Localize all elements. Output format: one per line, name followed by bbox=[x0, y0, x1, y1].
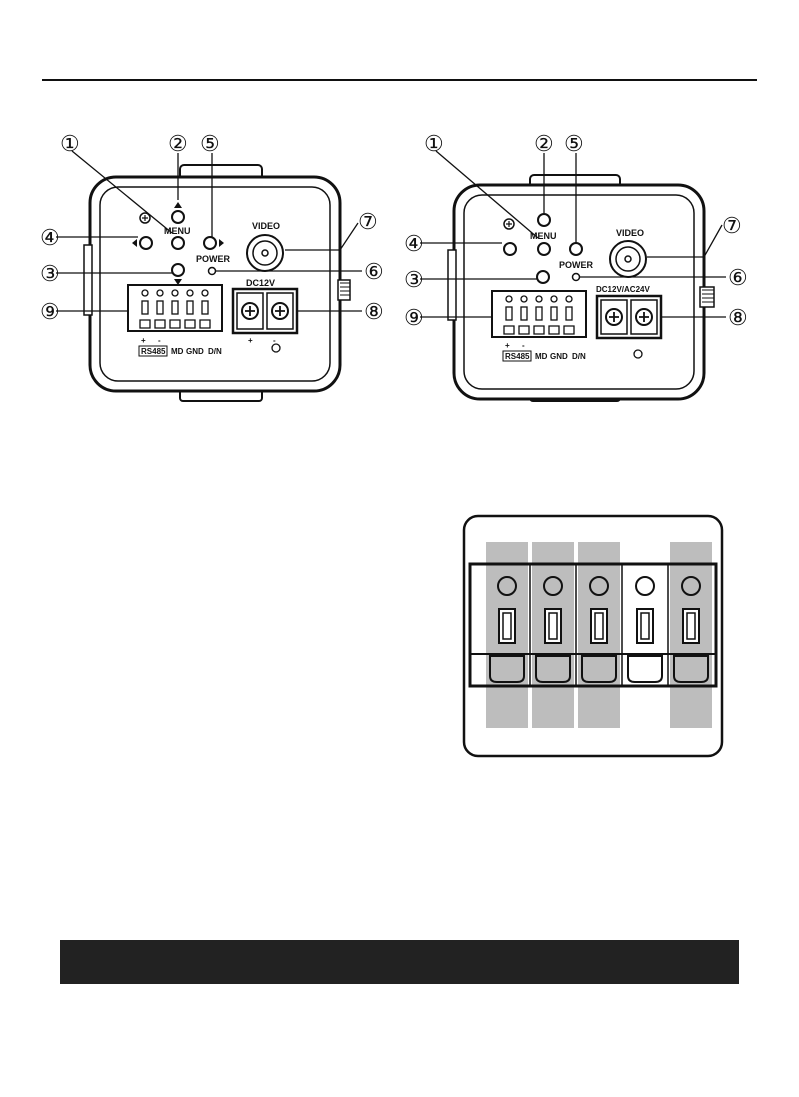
md-label: MD bbox=[171, 347, 184, 356]
power-label: POWER bbox=[559, 260, 594, 270]
terminal-detail-diagram bbox=[462, 514, 724, 758]
md-label: MD bbox=[535, 352, 548, 361]
callout-7: ⑦ bbox=[722, 214, 742, 239]
camera-rear-panel-left: MENU POWER VIDEO + - RS485 MD GND D/N DC… bbox=[40, 125, 420, 415]
left-button[interactable] bbox=[504, 243, 516, 255]
camera-rear-diagram-left: MENU POWER VIDEO + - RS485 MD GND D/N DC… bbox=[40, 125, 420, 415]
rs485-minus-label: - bbox=[158, 336, 161, 345]
menu-label: MENU bbox=[164, 226, 191, 236]
callout-3: ③ bbox=[404, 268, 424, 293]
side-rail-left bbox=[84, 245, 92, 315]
right-button[interactable] bbox=[570, 243, 582, 255]
power-label: POWER bbox=[196, 254, 231, 264]
pin-wire-slot bbox=[499, 609, 515, 643]
callout-2: ② bbox=[168, 132, 188, 157]
pin-clamp bbox=[628, 656, 662, 682]
video-label: VIDEO bbox=[616, 228, 644, 238]
up-button[interactable] bbox=[172, 211, 184, 223]
callout-4: ④ bbox=[40, 226, 60, 251]
ground-screw-icon bbox=[634, 350, 642, 358]
pin-screw-hole bbox=[682, 577, 700, 595]
section-header-bar bbox=[60, 940, 739, 984]
callout-2: ② bbox=[534, 132, 554, 157]
callout-3: ③ bbox=[40, 262, 60, 287]
pin-wire-slot bbox=[591, 609, 607, 643]
callout-5: ⑤ bbox=[200, 132, 220, 157]
gnd-label: GND bbox=[550, 352, 568, 361]
dn-label: D/N bbox=[572, 352, 586, 361]
callout-1: ① bbox=[424, 132, 444, 157]
menu-label: MENU bbox=[530, 231, 557, 241]
left-button[interactable] bbox=[140, 237, 152, 249]
pin-clamp bbox=[674, 656, 708, 682]
pin-screw-hole bbox=[544, 577, 562, 595]
power-led bbox=[209, 268, 216, 275]
gnd-label: GND bbox=[186, 347, 204, 356]
callout-9: ⑨ bbox=[40, 300, 60, 325]
camera-rear-panel-right: MENU POWER VIDEO + - RS485 MD GND D/N DC… bbox=[404, 125, 784, 415]
pin-clamp bbox=[536, 656, 570, 682]
callout-6: ⑥ bbox=[364, 260, 384, 285]
dc-plus-label: + bbox=[248, 336, 253, 345]
dc-label: DC12V bbox=[246, 278, 275, 288]
up-button[interactable] bbox=[538, 214, 550, 226]
down-button[interactable] bbox=[537, 271, 549, 283]
camera-rear-diagram-right: MENU POWER VIDEO + - RS485 MD GND D/N DC… bbox=[404, 125, 784, 415]
rs485-label: RS485 bbox=[505, 352, 530, 361]
pin-clamp bbox=[582, 656, 616, 682]
pin-wire-slot bbox=[545, 609, 561, 643]
menu-button[interactable] bbox=[172, 237, 184, 249]
callout-9: ⑨ bbox=[404, 306, 424, 331]
callout-6: ⑥ bbox=[728, 266, 748, 291]
callout-7: ⑦ bbox=[358, 210, 378, 235]
dn-label: D/N bbox=[208, 347, 222, 356]
pin-wire-slot bbox=[637, 609, 653, 643]
power-led bbox=[573, 274, 580, 281]
dc-label: DC12V/AC24V bbox=[596, 285, 650, 294]
menu-button[interactable] bbox=[538, 243, 550, 255]
pin-screw-hole bbox=[636, 577, 654, 595]
callout-8: ⑧ bbox=[728, 306, 748, 331]
pin-screw-hole bbox=[498, 577, 516, 595]
callout-5: ⑤ bbox=[564, 132, 584, 157]
video-label: VIDEO bbox=[252, 221, 280, 231]
rs485-plus-label: + bbox=[505, 341, 510, 350]
rs485-minus-label: - bbox=[522, 341, 525, 350]
pin-screw-hole bbox=[590, 577, 608, 595]
pin-clamp bbox=[490, 656, 524, 682]
header-rule bbox=[42, 79, 757, 81]
callout-4: ④ bbox=[404, 232, 424, 257]
rs485-label: RS485 bbox=[141, 347, 166, 356]
pin-wire-slot bbox=[683, 609, 699, 643]
right-button[interactable] bbox=[204, 237, 216, 249]
side-rail-left bbox=[448, 250, 456, 320]
callout-8: ⑧ bbox=[364, 300, 384, 325]
callout-1: ① bbox=[60, 132, 80, 157]
terminal-detail-inset bbox=[462, 514, 724, 758]
down-button[interactable] bbox=[172, 264, 184, 276]
rs485-plus-label: + bbox=[141, 336, 146, 345]
ground-screw-icon bbox=[272, 344, 280, 352]
